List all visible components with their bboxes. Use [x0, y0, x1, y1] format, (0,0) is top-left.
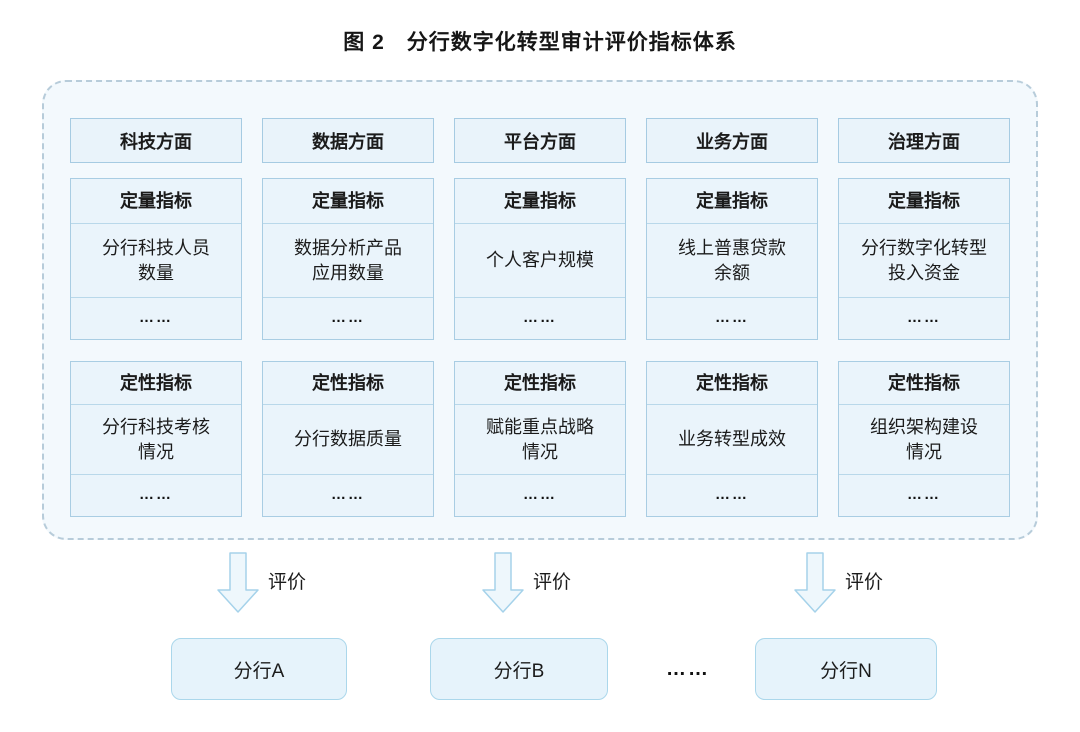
quantitative-group: 定量指标 个人客户规模 ……: [454, 178, 626, 340]
aspect-header-business: 业务方面: [646, 118, 818, 163]
quantitative-ellipsis: ……: [263, 297, 433, 339]
quantitative-label: 定量指标: [888, 190, 960, 211]
qualitative-group: 定性指标 赋能重点战略 情况 ……: [454, 361, 626, 517]
arrow-label: 评价: [845, 571, 884, 593]
qualitative-label: 定性指标: [888, 372, 960, 393]
qualitative-item: 赋能重点战略 情况: [455, 404, 625, 474]
qualitative-item: 业务转型成效: [647, 404, 817, 474]
qualitative-label: 定性指标: [696, 372, 768, 393]
quantitative-group: 定量指标 数据分析产品 应用数量 ……: [262, 178, 434, 340]
quantitative-group: 定量指标 分行科技人员 数量 ……: [70, 178, 242, 340]
quantitative-item: 分行科技人员 数量: [71, 223, 241, 297]
aspect-header-data: 数据方面: [262, 118, 434, 163]
evaluation-arrow-group-a: 评价: [216, 552, 306, 614]
quantitative-label: 定量指标: [312, 190, 384, 211]
quantitative-ellipsis: ……: [455, 297, 625, 339]
down-arrow-icon: [217, 552, 259, 613]
quantitative-item: 个人客户规模: [455, 223, 625, 297]
quantitative-ellipsis: ……: [839, 297, 1009, 339]
aspect-header-governance: 治理方面: [838, 118, 1010, 163]
column-governance: 治理方面 定量指标 分行数字化转型 投入资金 …… 定性指标 组织架构建设 情况…: [838, 118, 1010, 538]
quantitative-ellipsis: ……: [71, 297, 241, 339]
arrow-label: 评价: [533, 571, 572, 593]
qualitative-group: 定性指标 业务转型成效 ……: [646, 361, 818, 517]
quantitative-item: 线上普惠贷款 余额: [647, 223, 817, 297]
branch-box-b: 分行B: [430, 638, 608, 700]
quantitative-group: 定量指标 线上普惠贷款 余额 ……: [646, 178, 818, 340]
down-arrow-icon: [482, 552, 524, 613]
quantitative-label: 定量指标: [120, 190, 192, 211]
evaluation-arrow-group-b: 评价: [481, 552, 571, 614]
branch-box-a: 分行A: [171, 638, 347, 700]
quantitative-group: 定量指标 分行数字化转型 投入资金 ……: [838, 178, 1010, 340]
quantitative-item: 分行数字化转型 投入资金: [839, 223, 1009, 297]
qualitative-ellipsis: ……: [263, 474, 433, 516]
column-business: 业务方面 定量指标 线上普惠贷款 余额 …… 定性指标 业务转型成效 ……: [646, 118, 818, 538]
qualitative-ellipsis: ……: [71, 474, 241, 516]
branch-ellipsis: ……: [666, 657, 710, 680]
qualitative-ellipsis: ……: [455, 474, 625, 516]
qualitative-item: 组织架构建设 情况: [839, 404, 1009, 474]
qualitative-ellipsis: ……: [647, 474, 817, 516]
qualitative-group: 定性指标 分行数据质量 ……: [262, 361, 434, 517]
quantitative-label: 定量指标: [696, 190, 768, 211]
evaluation-arrow-group-n: 评价: [793, 552, 883, 614]
quantitative-item: 数据分析产品 应用数量: [263, 223, 433, 297]
qualitative-label: 定性指标: [312, 372, 384, 393]
qualitative-group: 定性指标 分行科技考核 情况 ……: [70, 361, 242, 517]
aspect-header-technology: 科技方面: [70, 118, 242, 163]
quantitative-label: 定量指标: [504, 190, 576, 211]
column-platform: 平台方面 定量指标 个人客户规模 …… 定性指标 赋能重点战略 情况 ……: [454, 118, 626, 538]
aspect-header-platform: 平台方面: [454, 118, 626, 163]
indicator-system-container: 科技方面 定量指标 分行科技人员 数量 …… 定性指标 分行科技考核 情况 ………: [42, 80, 1038, 540]
qualitative-item: 分行科技考核 情况: [71, 404, 241, 474]
column-data: 数据方面 定量指标 数据分析产品 应用数量 …… 定性指标 分行数据质量 ……: [262, 118, 434, 538]
qualitative-item: 分行数据质量: [263, 404, 433, 474]
column-technology: 科技方面 定量指标 分行科技人员 数量 …… 定性指标 分行科技考核 情况 ……: [70, 118, 242, 538]
quantitative-ellipsis: ……: [647, 297, 817, 339]
arrow-label: 评价: [268, 571, 307, 593]
branch-box-n: 分行N: [755, 638, 937, 700]
qualitative-group: 定性指标 组织架构建设 情况 ……: [838, 361, 1010, 517]
qualitative-label: 定性指标: [120, 372, 192, 393]
qualitative-label: 定性指标: [504, 372, 576, 393]
qualitative-ellipsis: ……: [839, 474, 1009, 516]
figure-title: 图 2 分行数字化转型审计评价指标体系: [343, 31, 737, 54]
down-arrow-icon: [794, 552, 836, 613]
